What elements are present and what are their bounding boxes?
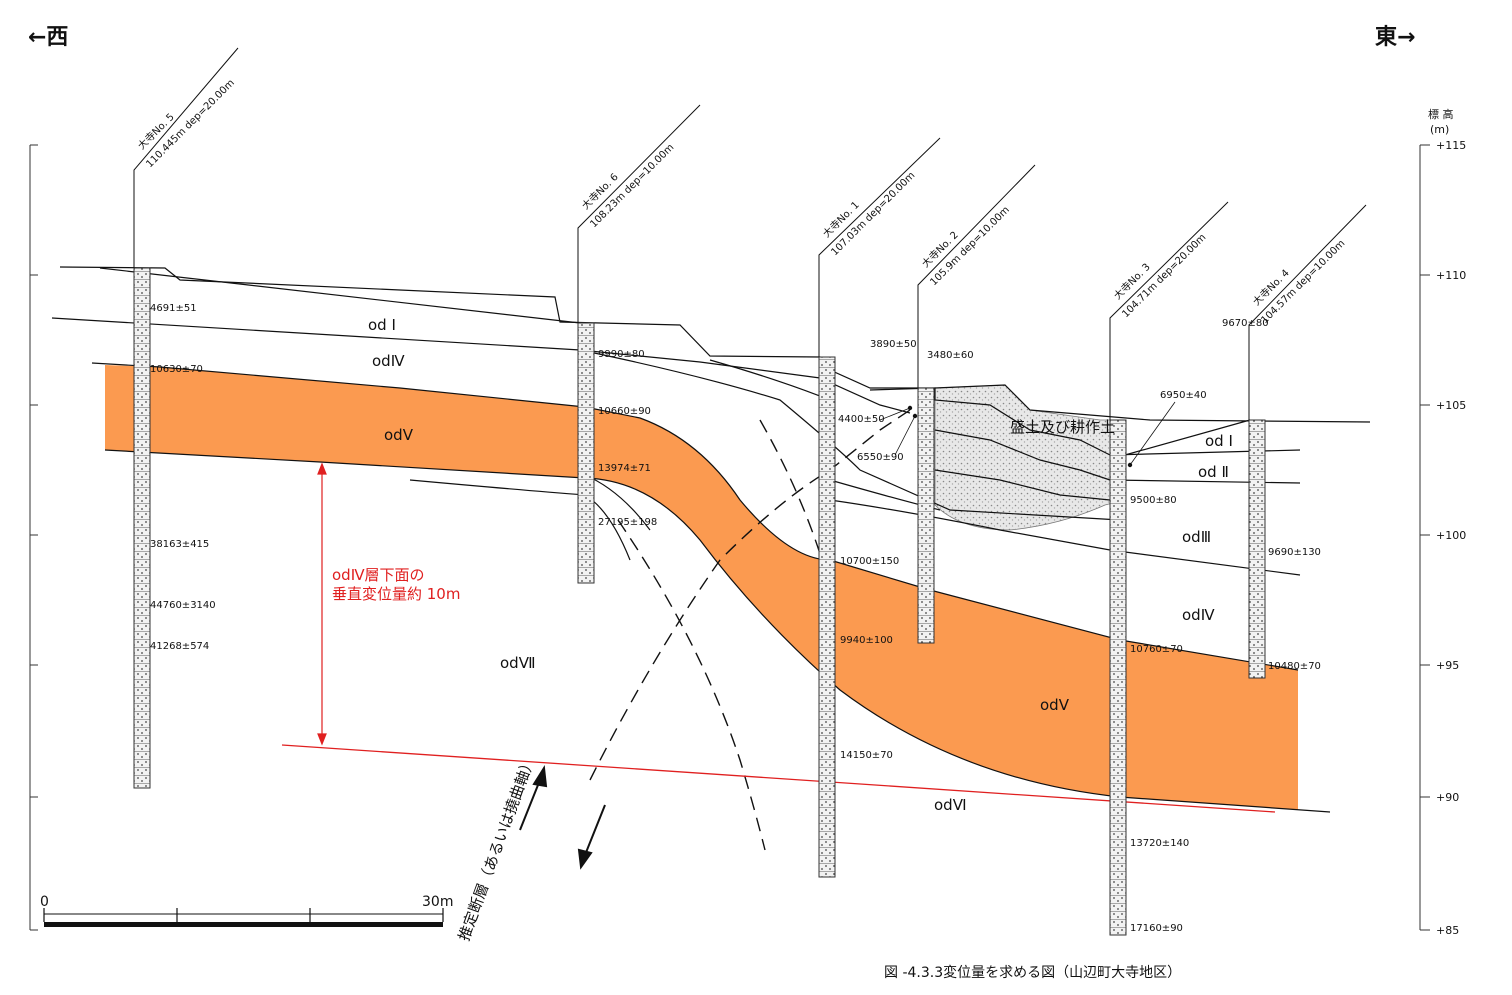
borehole-column-no5 xyxy=(133,267,151,789)
elevation-tick-85: +85 xyxy=(1436,924,1459,937)
fault-label: 推定断層（あるいは撓曲軸） xyxy=(455,754,539,943)
age-label: 9670±80 xyxy=(1222,318,1269,329)
elevation-tick-105: +105 xyxy=(1436,399,1466,412)
age-label: 38163±415 xyxy=(150,539,209,550)
age-label: 41268±574 xyxy=(150,641,209,652)
age-label: 6550±90 xyxy=(857,452,904,463)
borehole-column-no3 xyxy=(1109,419,1127,936)
elevation-axis-unit: (m) xyxy=(1430,123,1449,136)
age-label: 9990±80 xyxy=(598,349,645,360)
layer-label-od1-east: od Ⅰ xyxy=(1205,432,1233,450)
age-label: 4691±51 xyxy=(150,303,197,314)
strata-lines xyxy=(51,266,1371,813)
age-label: 9940±100 xyxy=(840,635,893,646)
displacement-annotation-line1: odⅣ層下面の xyxy=(332,566,425,584)
age-label: 13974±71 xyxy=(598,463,651,474)
layer-label-od6: odⅥ xyxy=(934,796,967,814)
age-label: 6950±40 xyxy=(1160,390,1207,401)
age-label: 9690±130 xyxy=(1268,547,1321,558)
age-label: 10700±150 xyxy=(840,556,899,567)
layer-label-od1-west: od Ⅰ xyxy=(368,316,396,334)
layer-label-od3: odⅢ xyxy=(1182,528,1211,546)
west-direction-label: ←西 xyxy=(28,25,68,50)
age-label: 3890±50 xyxy=(870,339,917,350)
sample-leaders xyxy=(879,401,1176,466)
borehole-column-no2 xyxy=(917,387,935,644)
age-label: 27195±198 xyxy=(598,517,657,528)
vertical-displacement-arrow xyxy=(317,462,327,746)
scale-bar: 0 30m xyxy=(40,894,453,927)
borehole-labels: 大寺No. 5 110.445m dep=20.00m 大寺No. 6 108.… xyxy=(135,78,1347,327)
borehole-leaders xyxy=(133,47,1367,420)
age-label: 10630±70 xyxy=(150,364,203,375)
layer-label-fill-soil: 盛土及び耕作土 xyxy=(1010,418,1115,436)
scale-bar-start: 0 xyxy=(40,894,49,910)
age-label: 17160±90 xyxy=(1130,923,1183,934)
layer-label-od5-west: odⅤ xyxy=(384,426,414,444)
age-label: 9500±80 xyxy=(1130,495,1177,506)
elevation-tick-110: +110 xyxy=(1436,269,1466,282)
fill-soil-patch xyxy=(934,384,1126,531)
odv-layer-band xyxy=(105,365,1298,810)
layer-labels: od Ⅰ odⅣ odⅤ odⅦ 盛土及び耕作土 od Ⅰ od Ⅱ odⅢ o… xyxy=(368,316,1233,814)
borehole-columns xyxy=(133,267,1266,936)
layer-label-od7: odⅦ xyxy=(500,654,536,672)
layer-label-od4-west: odⅣ xyxy=(372,352,405,370)
elevation-axis-title: 標 高 xyxy=(1428,107,1454,121)
layer-label-od4-east: odⅣ xyxy=(1182,606,1215,624)
displacement-annotation-line2: 垂直変位量約 10m xyxy=(332,585,460,603)
layer-label-od5-east: odⅤ xyxy=(1040,696,1070,714)
elevation-axis: 標 高 (m) +115 +110 +105 +100 +95 +90 +85 xyxy=(1419,107,1466,937)
elevation-tick-100: +100 xyxy=(1436,529,1466,542)
age-label: 13720±140 xyxy=(1130,838,1189,849)
fault-arrows xyxy=(519,765,606,870)
east-direction-label: 東→ xyxy=(1375,25,1415,50)
age-label: 10660±90 xyxy=(598,406,651,417)
borehole-column-no6 xyxy=(577,322,595,584)
figure-caption: 図 -4.3.3変位量を求める図（山辺町大寺地区） xyxy=(884,964,1181,981)
left-frame-ruler xyxy=(29,144,38,931)
radiocarbon-ages: 4691±51 10630±70 38163±415 44760±3140 41… xyxy=(150,303,1321,934)
age-label: 3480±60 xyxy=(927,350,974,361)
borehole-column-no1 xyxy=(818,356,836,878)
estimated-fault-lines xyxy=(589,409,911,851)
elevation-tick-115: +115 xyxy=(1436,139,1466,152)
scale-bar-end: 30m xyxy=(422,894,453,910)
age-label: 14150±70 xyxy=(840,750,893,761)
age-label: 44760±3140 xyxy=(150,600,216,611)
borehole-column-no4 xyxy=(1248,419,1266,679)
elevation-tick-90: +90 xyxy=(1436,791,1459,804)
age-label: 10760±70 xyxy=(1130,644,1183,655)
age-label: 4400±50 xyxy=(838,414,885,425)
elevation-tick-95: +95 xyxy=(1436,659,1459,672)
layer-label-od2: od Ⅱ xyxy=(1198,463,1229,481)
age-label: 10480±70 xyxy=(1268,661,1321,672)
